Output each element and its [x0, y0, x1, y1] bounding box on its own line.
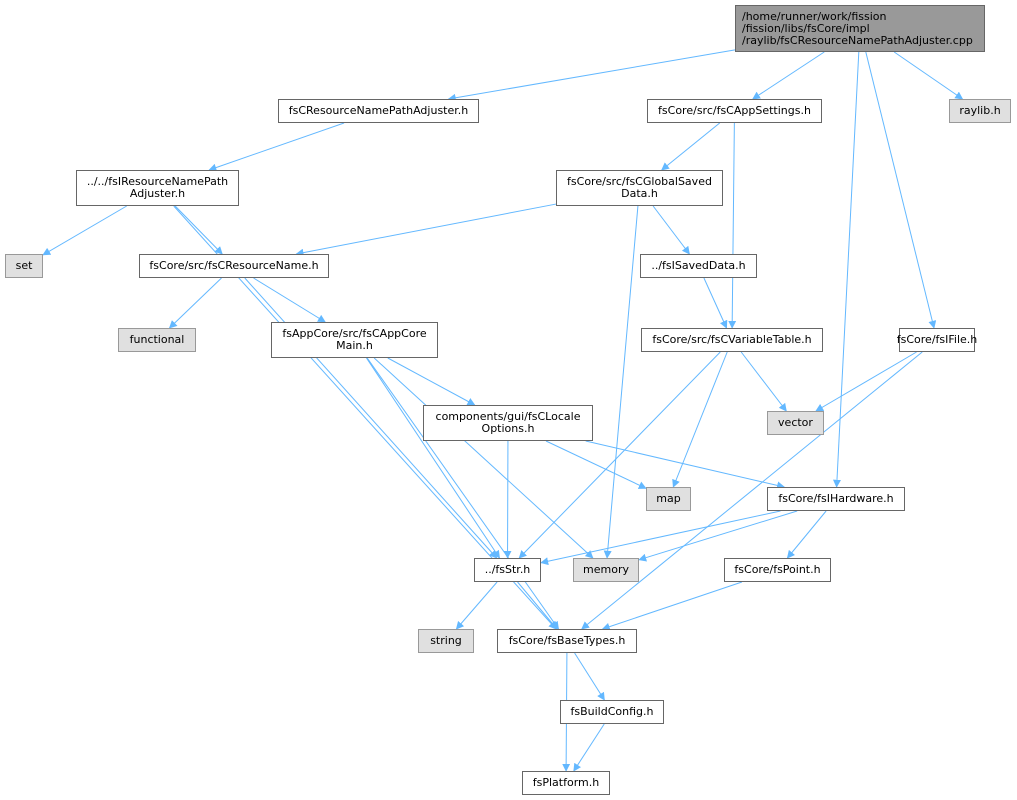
- edge-appcore-to-bt: [366, 357, 559, 630]
- edge-root-to-ihw: [832, 51, 860, 488]
- graph-node-plat[interactable]: fsPlatform.h: [522, 771, 610, 795]
- graph-node-vector: vector: [767, 411, 824, 435]
- graph-node-bt[interactable]: fsCore/fsBaseTypes.h: [497, 629, 637, 653]
- edge-crn-to-appcore: [253, 277, 326, 323]
- edge-bt-to-bc: [574, 652, 605, 701]
- edge-appcore-to-memory: [373, 357, 594, 559]
- edge-str-to-bt: [517, 581, 558, 630]
- graph-node-bc[interactable]: fsBuildConfig.h: [560, 700, 664, 724]
- edge-bc-to-plat: [573, 723, 605, 772]
- graph-node-appset[interactable]: fsCore/src/fsCAppSettings.h: [647, 99, 822, 123]
- graph-node-appcore[interactable]: fsAppCore/src/fsCAppCore Main.h: [271, 322, 438, 358]
- edge-gsd-to-crn: [295, 203, 557, 257]
- edge-appcore-to-locale: [387, 357, 476, 406]
- graph-node-string: string: [418, 629, 474, 653]
- edge-crn-to-functional: [168, 277, 222, 329]
- edge-root-to-ifile: [865, 51, 937, 329]
- graph-node-gsd[interactable]: fsCore/src/fsCGlobalSaved Data.h: [556, 170, 723, 206]
- edge-root-to-raylib: [893, 51, 964, 100]
- graph-node-ihw[interactable]: fsCore/fsIHardware.h: [767, 487, 905, 511]
- graph-node-functional: functional: [118, 328, 196, 352]
- graph-node-point[interactable]: fsCore/fsPoint.h: [724, 558, 831, 582]
- dependency-edges: [42, 49, 964, 772]
- graph-node-ifile[interactable]: fsCore/fsIFile.h: [897, 328, 977, 352]
- graph-node-memory: memory: [573, 558, 639, 582]
- graph-node-str[interactable]: ../fsStr.h: [474, 558, 541, 582]
- edge-appset-to-cvt: [728, 122, 737, 329]
- edge-ifile-to-bt: [581, 351, 923, 630]
- edge-appcore-to-str: [366, 357, 500, 559]
- edge-root-to-rnpa: [447, 49, 736, 102]
- graph-node-isd[interactable]: ../fsISavedData.h: [640, 254, 757, 278]
- edge-locale-to-ihw: [585, 440, 785, 490]
- edge-ihw-to-memory: [638, 510, 798, 562]
- edge-gsd-to-isd: [652, 205, 690, 255]
- edge-irnpa-to-set: [42, 205, 127, 256]
- graph-node-set: set: [5, 254, 43, 278]
- graph-node-irnpa[interactable]: ../../fsIResourceNamePath Adjuster.h: [76, 170, 239, 206]
- edge-irnpa-to-crn: [174, 205, 223, 255]
- graph-node-root: /home/runner/work/fission /fission/libs/…: [735, 5, 985, 52]
- edge-rnpa-to-irnpa: [208, 122, 345, 172]
- graph-node-rnpa[interactable]: fsCResourceNamePathAdjuster.h: [278, 99, 479, 123]
- edge-root-to-appset: [752, 51, 825, 100]
- edge-locale-to-map: [545, 440, 647, 489]
- edge-ifile-to-vector: [815, 351, 917, 412]
- edge-cvt-to-map: [672, 351, 728, 488]
- edge-ihw-to-str: [540, 510, 781, 566]
- edge-isd-to-cvt: [703, 277, 728, 329]
- edge-cvt-to-vector: [740, 351, 787, 412]
- edge-str-to-string: [455, 581, 498, 630]
- graph-node-map: map: [646, 487, 691, 511]
- graph-node-raylib: raylib.h: [949, 99, 1011, 123]
- graph-node-crn[interactable]: fsCore/src/fsCResourceName.h: [139, 254, 329, 278]
- edge-point-to-bt: [601, 581, 743, 631]
- edge-appset-to-gsd: [661, 122, 721, 171]
- graph-node-locale[interactable]: components/gui/fsCLocale Options.h: [423, 405, 593, 441]
- graph-node-cvt[interactable]: fsCore/src/fsCVariableTable.h: [641, 328, 823, 352]
- edge-ihw-to-point: [786, 510, 827, 559]
- edge-cvt-to-str: [518, 351, 721, 559]
- edge-gsd-to-memory: [603, 205, 639, 559]
